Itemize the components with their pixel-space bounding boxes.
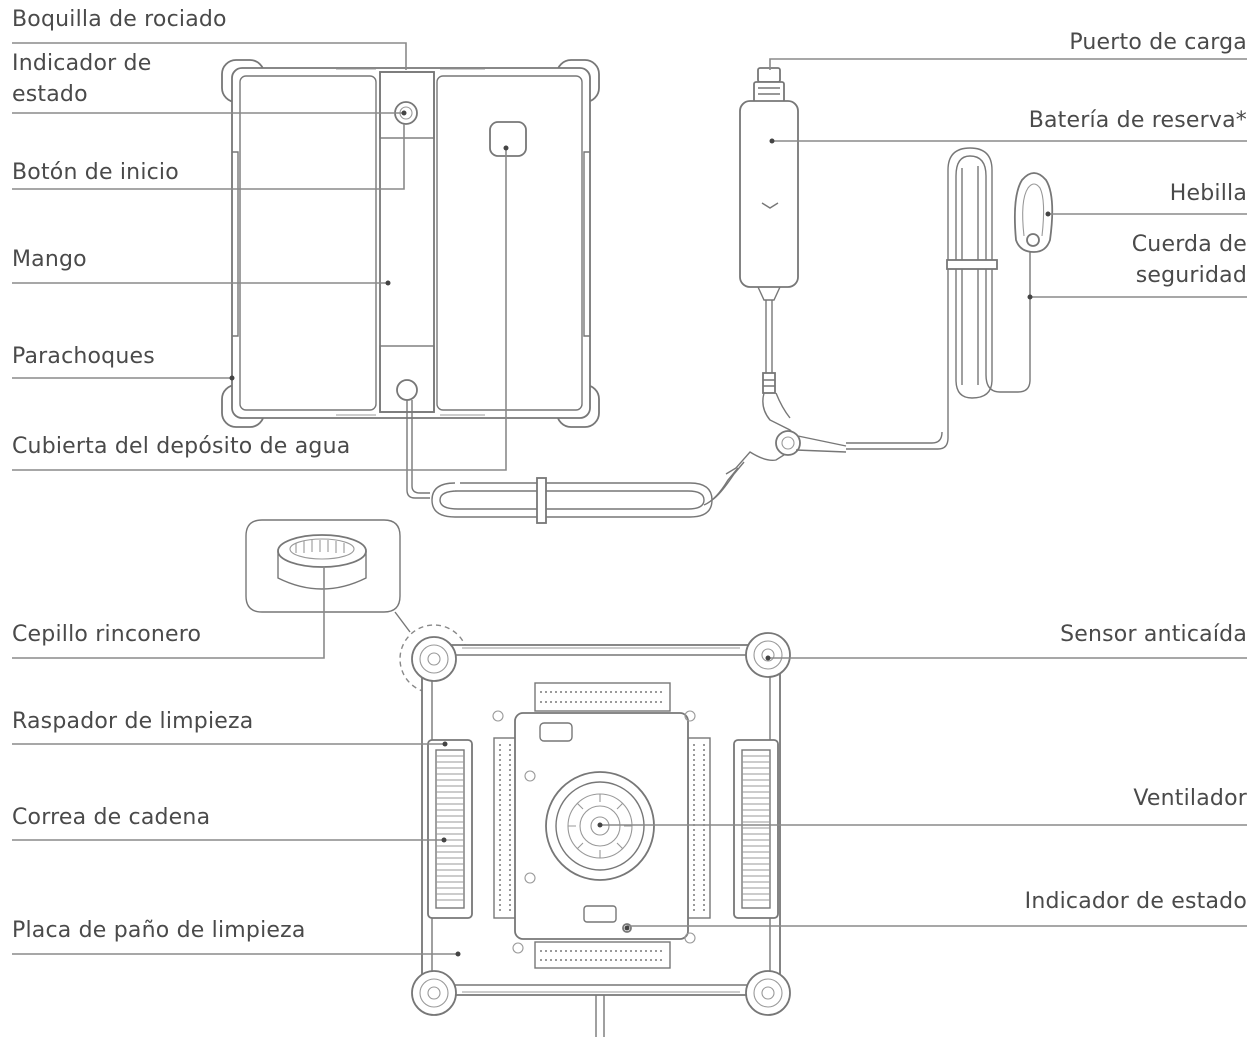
- robot-top-view: [221, 59, 600, 428]
- label-status-indicator-line2: estado: [12, 82, 88, 107]
- label-bumper: Parachoques: [12, 344, 155, 369]
- label-charging-port: Puerto de carga: [1069, 30, 1247, 55]
- leader-lines: [12, 42, 1247, 957]
- hose-cable: [406, 400, 745, 524]
- label-cleaning-scraper: Raspador de limpieza: [12, 709, 254, 734]
- label-chain-belt: Correa de cadena: [12, 805, 211, 830]
- label-corner-brush: Cepillo rinconero: [12, 622, 202, 647]
- label-anti-fall-sensor: Sensor anticaída: [1060, 622, 1247, 647]
- label-handle: Mango: [12, 247, 87, 272]
- robot-bottom-view: [245, 519, 791, 1037]
- label-status-indicator-bottom: Indicador de estado: [1024, 889, 1247, 914]
- label-fan: Ventilador: [1133, 786, 1247, 811]
- label-water-tank-cover: Cubierta del depósito de agua: [12, 434, 351, 459]
- backup-battery-drawing: [725, 67, 847, 475]
- label-start-button: Botón de inicio: [12, 160, 179, 185]
- label-buckle: Hebilla: [1169, 181, 1247, 206]
- safety-rope-drawing: [846, 147, 1054, 450]
- label-status-indicator-line1: Indicador de: [12, 51, 152, 76]
- label-backup-battery: Batería de reserva*: [1028, 108, 1247, 133]
- label-cleaning-pad-plate: Placa de paño de limpieza: [12, 918, 306, 943]
- label-spray-nozzle: Boquilla de rociado: [12, 7, 227, 32]
- label-safety-rope-line1: Cuerda de: [1131, 232, 1247, 257]
- label-safety-rope-line2: seguridad: [1135, 263, 1247, 288]
